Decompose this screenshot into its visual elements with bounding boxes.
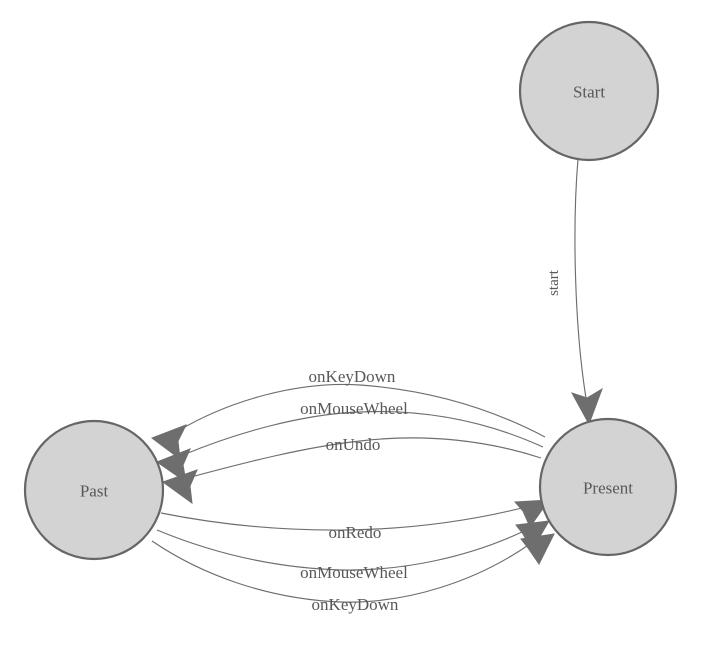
node-past-circle (23, 419, 165, 561)
node-present[interactable]: Present (538, 417, 678, 557)
node-present-label: Present (583, 479, 633, 498)
edge-keydown-past-present[interactable]: onKeyDown (151, 533, 555, 614)
edge-undo-present-past-path (190, 437, 542, 478)
edge-start-arrowhead (570, 387, 603, 426)
node-start-circle (518, 20, 660, 162)
edge-keydown-present-past-path (177, 383, 546, 438)
edge-keydown-past-present-path (151, 540, 528, 603)
edge-keydown-present-past[interactable]: onKeyDown (150, 367, 546, 461)
edge-mousewheel-past-present-path (156, 529, 523, 571)
node-present-circle (538, 417, 678, 557)
edge-start[interactable]: start (546, 158, 603, 426)
edge-undo-present-past[interactable]: onUndo (161, 435, 542, 505)
edge-keydown-past-present-arrowhead (520, 533, 555, 565)
edge-undo-present-past-label: onUndo (326, 435, 381, 454)
node-past-label: Past (80, 482, 109, 501)
edge-redo-past-present-path (160, 507, 523, 531)
edge-undo-present-past-arrowhead (161, 469, 198, 505)
edge-mousewheel-present-past-path (182, 411, 544, 456)
edge-mousewheel-present-past-label: onMouseWheel (300, 399, 408, 418)
edge-mousewheel-past-present[interactable]: onMouseWheel (156, 520, 550, 582)
node-past[interactable]: Past (23, 419, 165, 561)
node-start-label: Start (573, 83, 605, 102)
node-start[interactable]: Start (518, 20, 660, 162)
edge-mousewheel-present-past[interactable]: onMouseWheel (155, 399, 544, 484)
edge-redo-past-present-label: onRedo (329, 523, 382, 542)
edge-start-label: start (546, 269, 562, 296)
edge-redo-past-present[interactable]: onRedo (160, 499, 551, 542)
edge-mousewheel-past-present-label: onMouseWheel (300, 563, 408, 582)
edge-start-path (574, 158, 587, 399)
edge-keydown-present-past-label: onKeyDown (309, 367, 396, 386)
edge-keydown-past-present-label: onKeyDown (312, 595, 399, 614)
